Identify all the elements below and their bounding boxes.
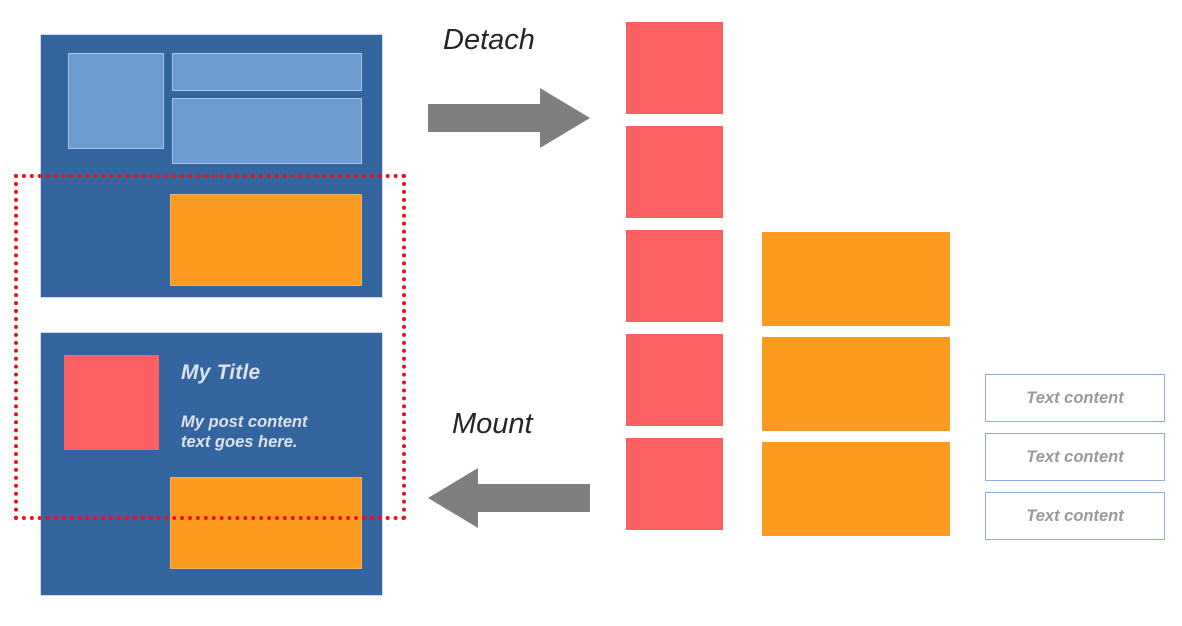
red-fragment[interactable] <box>626 438 723 530</box>
text-content-chip[interactable]: Text content <box>985 492 1165 540</box>
post-body-text: My post content text goes here. <box>181 413 308 451</box>
mounted-card-orange-block <box>170 477 362 569</box>
red-fragment[interactable] <box>626 334 723 426</box>
orange-fragment[interactable] <box>762 337 950 431</box>
red-fragment[interactable] <box>626 230 723 322</box>
body-placeholder-block <box>172 98 362 164</box>
headline-placeholder-block <box>172 53 362 91</box>
detach-label: Detach <box>443 24 535 56</box>
detach-arrow-icon <box>428 88 590 148</box>
text-content-chip-label: Text content <box>1026 447 1124 466</box>
text-content-chip-label: Text content <box>1026 388 1124 407</box>
text-content-chip-label: Text content <box>1026 506 1124 525</box>
avatar-placeholder-block <box>68 53 164 149</box>
text-content-chip[interactable]: Text content <box>985 374 1165 422</box>
composed-card-orange-block <box>170 194 362 286</box>
orange-fragment[interactable] <box>762 232 950 326</box>
red-fragment[interactable] <box>626 22 723 114</box>
mount-arrow-icon <box>428 468 590 528</box>
text-content-chip[interactable]: Text content <box>985 433 1165 481</box>
post-image-placeholder <box>64 355 159 450</box>
orange-fragment[interactable] <box>762 442 950 536</box>
mount-label: Mount <box>452 408 533 440</box>
post-title: My Title <box>181 361 261 384</box>
red-fragment[interactable] <box>626 126 723 218</box>
